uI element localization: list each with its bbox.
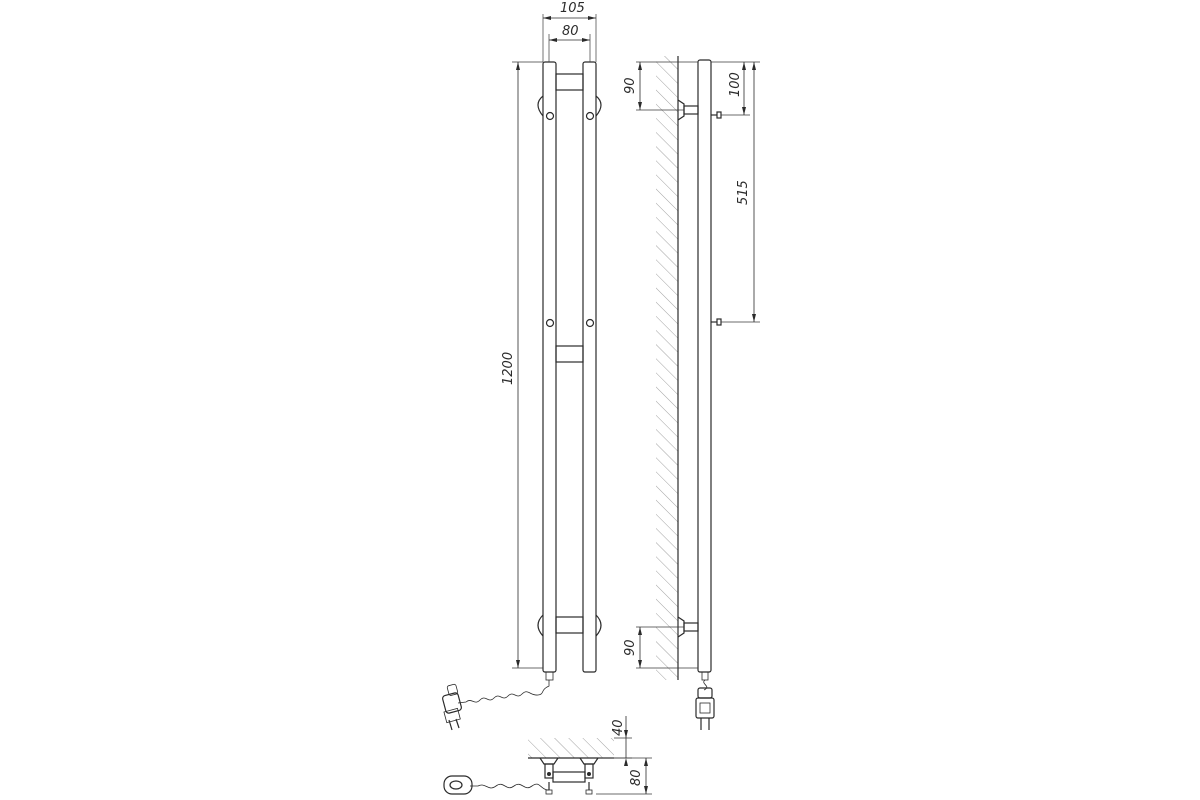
side-tube bbox=[697, 59, 712, 673]
side-plug-icon bbox=[695, 671, 715, 730]
front-middle-crossbar bbox=[555, 345, 584, 363]
plan-coiled-cable bbox=[470, 783, 550, 791]
dim-90-top-label: 90 bbox=[623, 77, 638, 94]
dim-80-plan-label: 80 bbox=[629, 769, 644, 786]
front-view: 105 80 1200 bbox=[442, 1, 602, 731]
front-top-right-flange bbox=[595, 95, 602, 117]
dim-515-label: 515 bbox=[736, 180, 751, 205]
dim-front-inner-width: 80 bbox=[548, 24, 591, 62]
front-top-right-screw bbox=[585, 111, 595, 121]
front-mid-left-screw bbox=[545, 318, 555, 328]
plan-view: 40 80 bbox=[443, 716, 652, 795]
dim-90-bottom-label: 90 bbox=[623, 639, 638, 656]
dim-80-label: 80 bbox=[562, 24, 579, 39]
front-plug-icon bbox=[442, 683, 462, 731]
plan-plug-icon bbox=[443, 775, 473, 795]
front-coiled-cable bbox=[457, 680, 550, 704]
front-top-left-flange bbox=[537, 95, 544, 117]
front-left-tube bbox=[542, 61, 557, 673]
dim-100-label: 100 bbox=[728, 72, 743, 97]
dim-40-label: 40 bbox=[611, 719, 626, 736]
front-bottom-crossbar bbox=[555, 616, 584, 634]
dim-side-top-offset: 90 bbox=[623, 61, 698, 111]
dim-105-label: 105 bbox=[560, 1, 585, 16]
front-top-left-screw bbox=[545, 111, 555, 121]
front-mid-right-screw bbox=[585, 318, 595, 328]
plan-right-mount bbox=[579, 757, 599, 779]
front-top-crossbar bbox=[555, 73, 584, 91]
dim-side-bottom-offset: 90 bbox=[623, 626, 698, 669]
plan-left-mount bbox=[539, 757, 559, 779]
dim-1200-label: 1200 bbox=[501, 352, 516, 385]
front-right-tube bbox=[582, 61, 597, 673]
front-bottom-left-flange bbox=[537, 614, 544, 637]
dim-plan-depth: 80 bbox=[596, 757, 652, 795]
side-view: 90 100 515 90 bbox=[623, 56, 760, 730]
dim-total-height: 1200 bbox=[501, 61, 543, 669]
dim-front-outer-width: 105 bbox=[542, 1, 597, 62]
dim-side-top-to-pin: 100 bbox=[711, 61, 760, 116]
front-bottom-right-flange bbox=[595, 614, 602, 637]
dim-side-pin-spacing: 515 bbox=[721, 62, 760, 323]
plan-crossbar bbox=[552, 771, 586, 783]
side-top-pin bbox=[711, 111, 722, 119]
plan-wall-hatch bbox=[528, 738, 614, 758]
side-bottom-pin bbox=[711, 318, 722, 326]
front-cable-outlet bbox=[545, 671, 554, 681]
side-wall-hatch bbox=[656, 56, 678, 680]
